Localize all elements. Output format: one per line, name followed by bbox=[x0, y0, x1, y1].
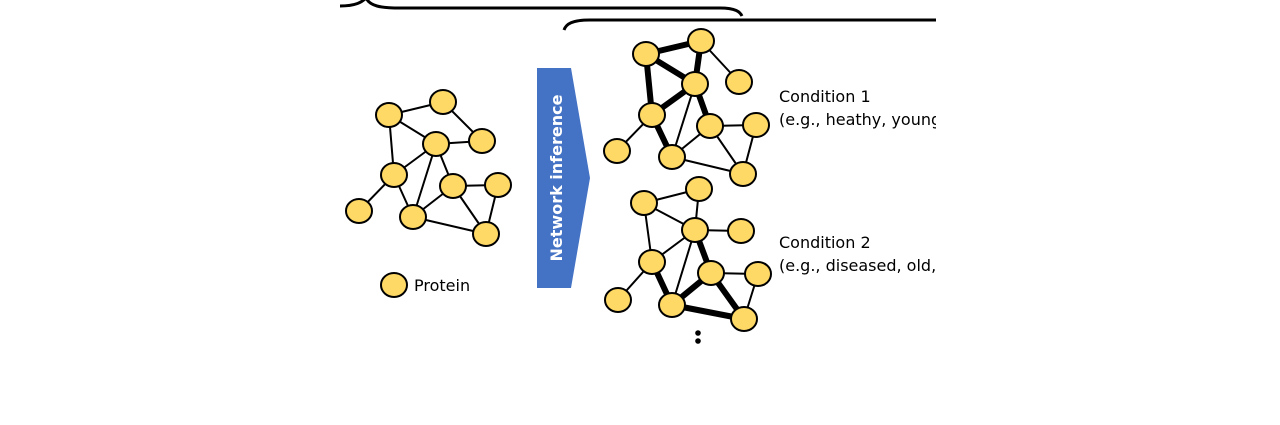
base-protein-node bbox=[429, 89, 457, 115]
base-protein-node bbox=[439, 173, 467, 199]
c1-protein-node bbox=[687, 28, 715, 54]
network-inference-arrow: Network inference bbox=[537, 68, 590, 288]
c1-protein-node bbox=[658, 144, 686, 170]
base-protein-node bbox=[472, 221, 500, 247]
base-protein-node bbox=[345, 198, 373, 224]
c1-protein-node bbox=[603, 138, 631, 164]
c1-protein-node bbox=[729, 161, 757, 187]
legend: Protein bbox=[380, 272, 470, 298]
c2-protein-node bbox=[685, 176, 713, 202]
c2-protein-node bbox=[638, 249, 666, 275]
right-crop bbox=[936, 0, 1280, 425]
c2-protein-node bbox=[697, 260, 725, 286]
c1-protein-node bbox=[696, 113, 724, 139]
protein-legend-icon bbox=[380, 272, 408, 298]
base-protein-node bbox=[380, 162, 408, 188]
c1-protein-node bbox=[681, 71, 709, 97]
base-protein-node bbox=[422, 131, 450, 157]
base-protein-node bbox=[468, 128, 496, 154]
c2-protein-node bbox=[727, 218, 755, 244]
base-protein-node bbox=[399, 204, 427, 230]
condition-2-title: Condition 2 bbox=[779, 233, 871, 252]
condition-1-subtitle: (e.g., heathy, young, e bbox=[779, 110, 961, 129]
generic-protein-network bbox=[345, 89, 512, 247]
c1-protein-node bbox=[638, 102, 666, 128]
base-protein-node bbox=[484, 172, 512, 198]
c2-protein-node bbox=[604, 287, 632, 313]
condition-1-title: Condition 1 bbox=[779, 87, 871, 106]
c2-protein-node bbox=[658, 292, 686, 318]
protein-legend-label: Protein bbox=[414, 276, 470, 295]
base-protein-node bbox=[375, 102, 403, 128]
c1-protein-node bbox=[742, 112, 770, 138]
c1-protein-node bbox=[632, 41, 660, 67]
condition-2-network bbox=[604, 176, 772, 332]
c1-protein-node bbox=[725, 69, 753, 95]
arrow-label: Network inference bbox=[547, 94, 566, 261]
c2-protein-node bbox=[744, 261, 772, 287]
c2-protein-node bbox=[730, 306, 758, 332]
more-conditions-ellipsis bbox=[695, 330, 701, 344]
condition-2-subtitle: (e.g., diseased, old, e bbox=[779, 256, 951, 275]
c2-protein-node bbox=[681, 217, 709, 243]
top-brace-right bbox=[562, 18, 936, 31]
top-brace-left bbox=[339, 0, 744, 17]
arrow-shape bbox=[537, 68, 590, 288]
c2-protein-node bbox=[630, 190, 658, 216]
condition-1-network bbox=[603, 28, 770, 187]
